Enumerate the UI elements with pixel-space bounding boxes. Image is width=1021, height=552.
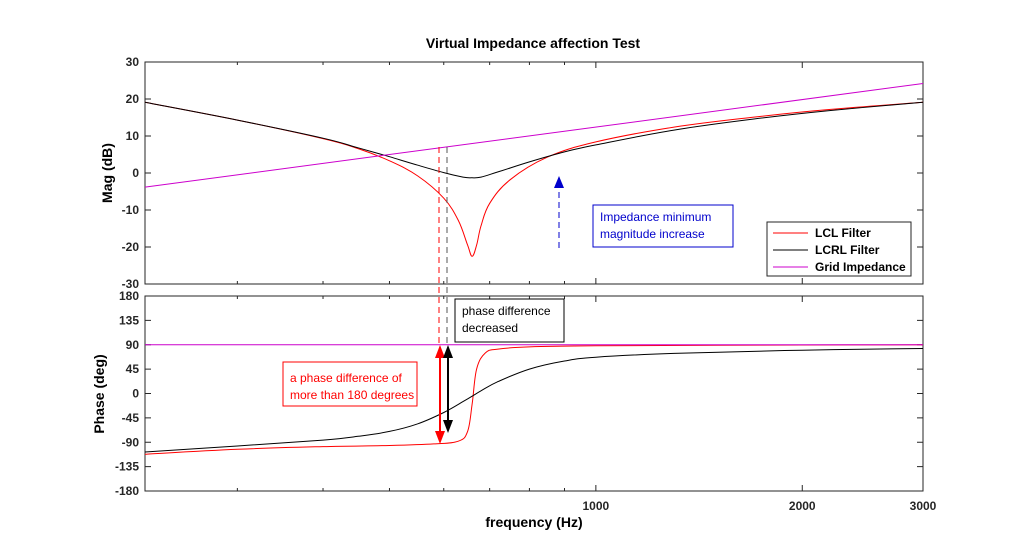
impedance-minimum-annotation: Impedance minimum magnitude increase: [592, 204, 734, 248]
x-tick-label: 3000: [910, 499, 937, 513]
phase-decreased-line1: phase difference: [462, 304, 551, 318]
phase-difference-line2: more than 180 degrees: [290, 388, 414, 402]
phase-y-tick-label: -135: [115, 460, 139, 474]
magnitude-x-ticks: [236, 62, 924, 284]
magnitude-series-lcl-filter: [144, 101, 924, 257]
chart-title: Virtual Impedance affection Test: [426, 35, 641, 51]
phase-y-label: Phase (deg): [91, 354, 107, 433]
phase-y-tick-label: -45: [122, 411, 140, 425]
magnitude-y-label: Mag (dB): [99, 143, 115, 203]
magnitude-y-ticks: 30 20 10 0 -10 -20 -30: [122, 55, 923, 291]
phase-series-lcrl-filter: [144, 348, 924, 453]
impedance-annotation-line1: Impedance minimum: [600, 210, 711, 224]
magnitude-y-tick-label: 0: [132, 166, 139, 180]
impedance-annotation-line2: magnitude increase: [600, 227, 705, 241]
phase-difference-annotation: a phase difference of more than 180 degr…: [282, 361, 418, 407]
legend-label-lcrl: LCRL Filter: [815, 243, 880, 257]
phase-x-ticks: 1000 2000 3000: [236, 296, 937, 513]
red-phase-arrow-down-head: [435, 431, 445, 444]
impedance-annotation-box: [592, 204, 734, 248]
phase-y-tick-label: -90: [122, 435, 140, 449]
x-axis-label: frequency (Hz): [485, 514, 582, 530]
phase-difference-box: [282, 361, 418, 407]
legend: LCL Filter LCRL Filter Grid Impedance: [766, 221, 912, 277]
legend-label-grid: Grid Impedance: [815, 260, 906, 274]
phase-y-tick-label: 90: [126, 338, 140, 352]
phase-y-tick-label: 45: [126, 362, 140, 376]
phase-y-ticks: 180 135 90 45 0 -45 -90 -135 -180: [115, 289, 923, 498]
phase-decreased-box: [454, 298, 565, 343]
phase-series-lcl-filter: [144, 344, 924, 455]
black-phase-arrow-up-head: [443, 345, 453, 358]
magnitude-series-lcrl-filter: [144, 101, 924, 179]
magnitude-series-grid-impedance: [144, 83, 924, 188]
phase-y-tick-label: 180: [119, 289, 139, 303]
magnitude-y-tick-label: 10: [126, 129, 140, 143]
phase-y-tick-label: -180: [115, 484, 139, 498]
phase-y-tick-label: 0: [132, 387, 139, 401]
phase-decreased-annotation: phase difference decreased: [454, 298, 565, 343]
black-phase-arrow-down-head: [443, 420, 453, 433]
magnitude-y-tick-label: -30: [122, 277, 140, 291]
magnitude-series: [144, 83, 924, 257]
magnitude-y-tick-label: 30: [126, 55, 140, 69]
magnitude-y-tick-label: 20: [126, 92, 140, 106]
legend-label-lcl: LCL Filter: [815, 226, 871, 240]
magnitude-axes: 30 20 10 0 -10 -20 -30 Mag (dB): [99, 55, 924, 291]
x-tick-label: 2000: [789, 499, 816, 513]
phase-decreased-line2: decreased: [462, 321, 518, 335]
red-phase-arrow-up-head: [435, 345, 445, 358]
magnitude-y-tick-label: -10: [122, 203, 140, 217]
phase-series: [144, 344, 924, 455]
magnitude-increase-arrow-head: [554, 176, 564, 188]
phase-y-tick-label: 135: [119, 313, 139, 327]
x-tick-label: 1000: [583, 499, 610, 513]
phase-difference-line1: a phase difference of: [290, 371, 403, 385]
magnitude-y-tick-label: -20: [122, 240, 140, 254]
